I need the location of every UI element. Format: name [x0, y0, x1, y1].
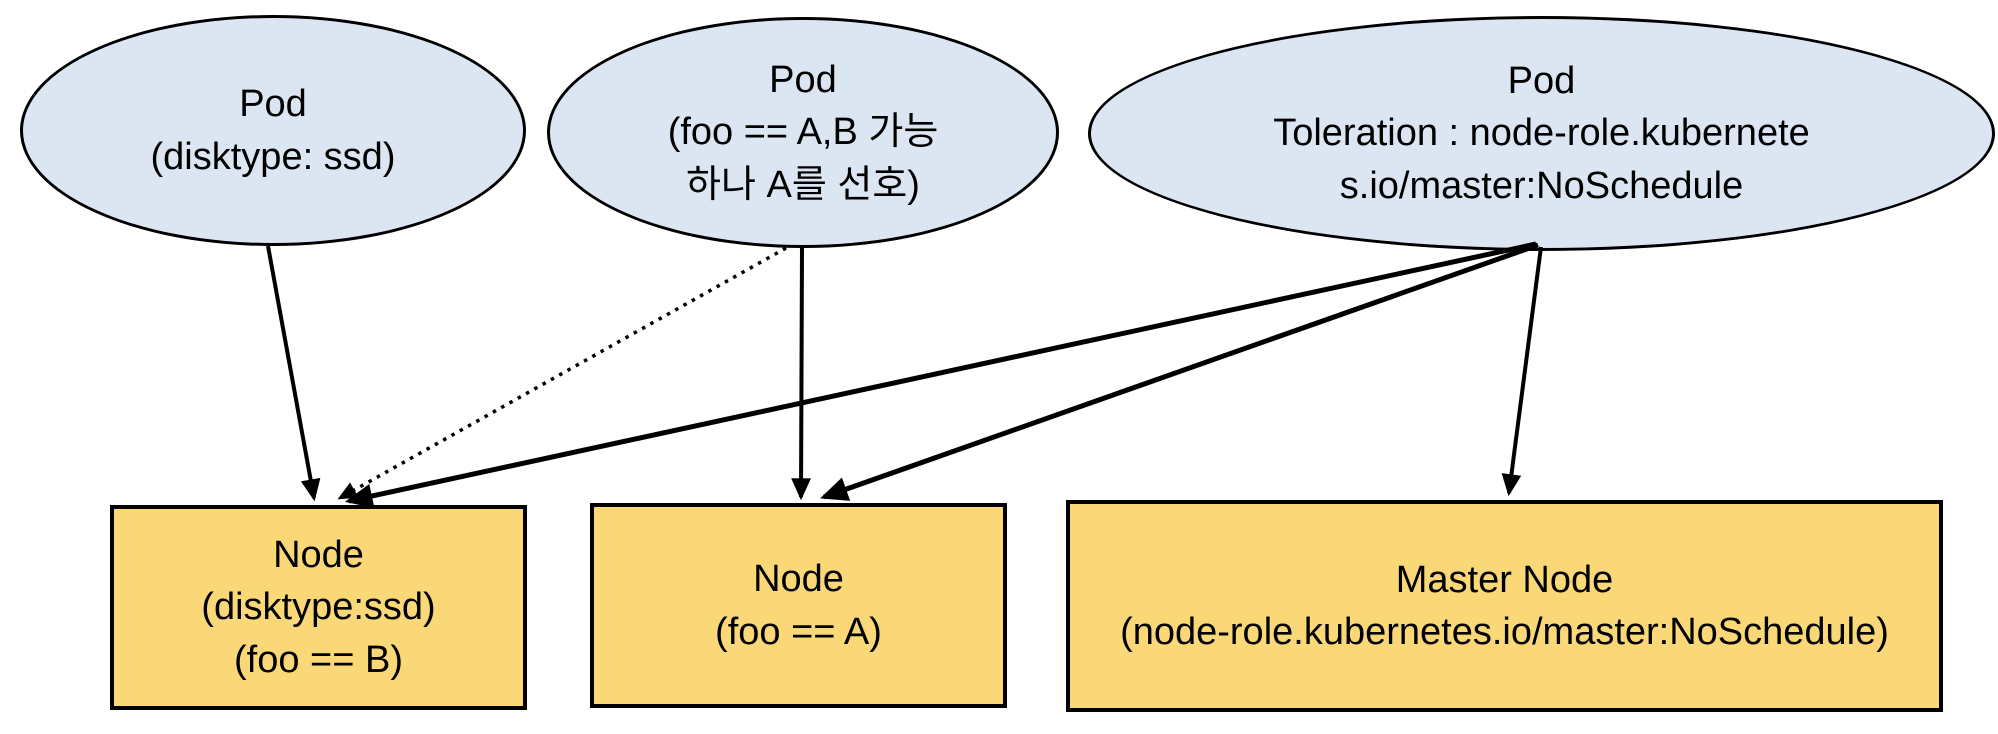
- pod-label: Pod (foo == A,B 가능 하나 A를 선호): [667, 58, 939, 206]
- arrow-pod2-to-node1-dotted: [337, 246, 787, 500]
- node-box-disktype-ssd-foo-b: Node (disktype:ssd) (foo == B): [110, 505, 527, 710]
- arrow-pod3-to-master-node: [1501, 246, 1543, 497]
- arrow-pod3-to-node1: [344, 241, 1537, 509]
- arrow-pod1-to-node1: [266, 245, 321, 502]
- master-node-box: Master Node (node-role.kubernetes.io/mas…: [1066, 500, 1943, 712]
- pod-ellipse-foo-affinity: Pod (foo == A,B 가능 하나 A를 선호): [547, 17, 1059, 248]
- node-label: Node (disktype:ssd) (foo == B): [201, 533, 436, 681]
- arrow-pod2-to-node2: [791, 247, 811, 501]
- node-label: Node (foo == A): [715, 558, 882, 653]
- node-box-foo-a: Node (foo == A): [590, 503, 1007, 708]
- pod-ellipse-disktype-ssd: Pod (disktype: ssd): [20, 15, 526, 246]
- pod-label: Pod (disktype: ssd): [150, 83, 396, 178]
- arrow-pod3-to-node2: [820, 242, 1539, 501]
- pod-label: Pod Toleration : node-role.kubernete s.i…: [1273, 59, 1810, 207]
- node-label: Master Node (node-role.kubernetes.io/mas…: [1120, 558, 1889, 653]
- pod-ellipse-toleration: Pod Toleration : node-role.kubernete s.i…: [1088, 16, 1995, 251]
